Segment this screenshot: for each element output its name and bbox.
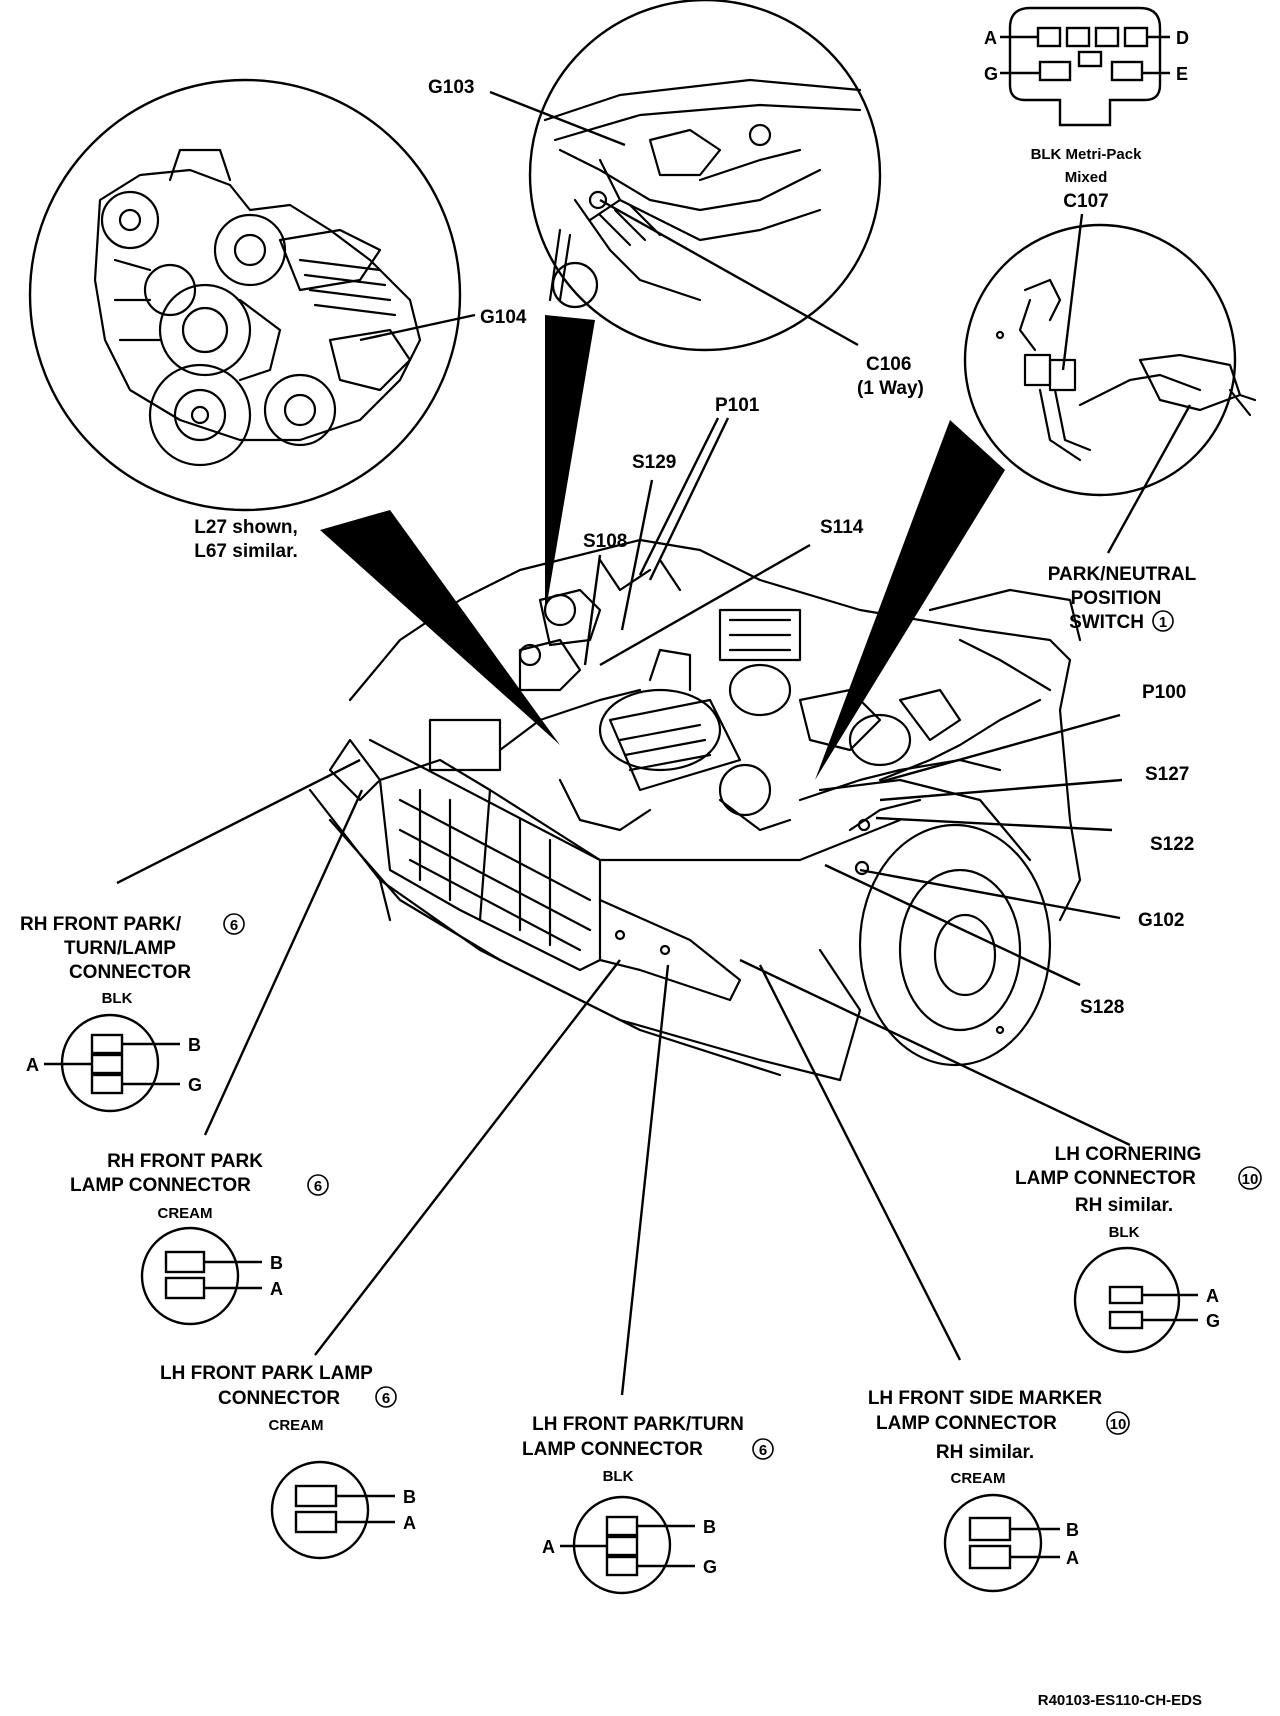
lh-cornering-ref: 10 [1242, 1171, 1259, 1188]
lh-park-title-2: CONNECTOR [218, 1388, 340, 1409]
c107-pin-e-label: E [1176, 64, 1188, 84]
g103-c106-detail-callout [489, 0, 882, 352]
s129-label: S129 [632, 452, 676, 473]
lh-side-marker-ref-circle [1106, 1411, 1130, 1435]
vehicle-front-end [308, 538, 1082, 1082]
lh-cornering-note: RH similar. [1075, 1195, 1173, 1216]
lh-park-turn-pin-b: B [703, 1517, 716, 1537]
c107-name-label: C107 [1063, 191, 1108, 212]
g103-callout-pointer [545, 315, 595, 615]
g104-label: G104 [480, 307, 527, 328]
lh-park-title-1: LH FRONT PARK LAMP [160, 1363, 373, 1384]
park-neutral-line2: POSITION [1071, 588, 1162, 609]
rh-park-ref-circle [307, 1174, 329, 1196]
c106-note: (1 Way) [857, 378, 924, 399]
park-neutral-line3: SWITCH [1069, 612, 1144, 633]
lh-park-ref: 6 [382, 1390, 390, 1407]
engine-note-line1: L27 shown, [194, 517, 297, 538]
rh-park-title-2: LAMP CONNECTOR [70, 1175, 251, 1196]
c107-pin-g-label: G [984, 64, 998, 84]
s122-label: S122 [1150, 834, 1194, 855]
rh-park-turn-title-3: CONNECTOR [69, 962, 191, 983]
lh-park-connector-face [270, 1460, 370, 1560]
lh-cornering-color: BLK [1109, 1224, 1140, 1241]
s114-label: S114 [820, 517, 864, 538]
lh-park-turn-pin-g: G [703, 1557, 717, 1577]
lh-side-marker-title-1: LH FRONT SIDE MARKER [868, 1388, 1103, 1409]
s108-label: S108 [583, 531, 627, 552]
rh-park-turn-title-2: TURN/LAMP [64, 938, 176, 959]
rh-park-ref: 6 [314, 1178, 322, 1195]
rh-park-turn-color: BLK [102, 990, 133, 1007]
lh-park-turn-ref: 6 [759, 1442, 767, 1459]
lh-side-marker-color: CREAM [951, 1470, 1006, 1487]
p101-label: P101 [715, 395, 760, 416]
c107-detail-callout [963, 213, 1257, 554]
lh-side-marker-pin-a: A [1066, 1548, 1079, 1568]
lh-park-turn-title-1: LH FRONT PARK/TURN [532, 1414, 744, 1435]
rh-park-turn-pin-a: A [26, 1055, 39, 1075]
lh-park-turn-color: BLK [603, 1468, 634, 1485]
p100-label: P100 [1142, 682, 1186, 703]
c107-pin-d-label: D [1176, 28, 1189, 48]
lh-cornering-pin-a: A [1206, 1286, 1219, 1306]
lh-cornering-ref-circle [1238, 1166, 1262, 1190]
rh-park-turn-ref-circle [223, 913, 245, 935]
s128-label: S128 [1080, 997, 1124, 1018]
lh-side-marker-title-2: LAMP CONNECTOR [876, 1413, 1057, 1434]
figure-code: R40103-ES110-CH-EDS [1038, 1692, 1202, 1709]
lh-side-marker-connector-face [943, 1493, 1043, 1593]
rh-park-connector-face [140, 1226, 240, 1326]
rh-park-turn-ref: 6 [230, 917, 238, 934]
engine-detail-callout [28, 78, 476, 512]
park-neutral-line1: PARK/NEUTRAL [1048, 564, 1197, 585]
lh-cornering-title-1: LH CORNERING [1055, 1144, 1202, 1165]
park-neutral-ref-circle [1152, 610, 1174, 632]
lh-cornering-pin-g: G [1206, 1311, 1220, 1331]
lh-park-pin-b: B [403, 1487, 416, 1507]
g103-label: G103 [428, 77, 474, 98]
s127-label: S127 [1145, 764, 1189, 785]
lh-park-turn-title-2: LAMP CONNECTOR [522, 1439, 703, 1460]
lh-side-marker-ref: 10 [1110, 1416, 1127, 1433]
lh-park-color: CREAM [269, 1417, 324, 1434]
c107-mixed-label: Mixed [1065, 169, 1108, 186]
c106-label: C106 [866, 354, 911, 375]
rh-park-pin-b: B [270, 1253, 283, 1273]
lh-side-marker-note: RH similar. [936, 1442, 1034, 1463]
lh-cornering-title-2: LAMP CONNECTOR [1015, 1168, 1196, 1189]
leader-lines [116, 417, 1131, 1396]
rh-park-color: CREAM [158, 1205, 213, 1222]
park-neutral-ref: 1 [1159, 614, 1167, 631]
engine-note-line2: L67 similar. [194, 541, 298, 562]
lh-cornering-connector-face [1073, 1246, 1181, 1354]
lh-side-marker-pin-b: B [1066, 1520, 1079, 1540]
lh-park-turn-pin-a: A [542, 1537, 555, 1557]
lh-park-turn-ref-circle [752, 1438, 774, 1460]
rh-park-turn-pin-b: B [188, 1035, 201, 1055]
rh-park-turn-connector-face [60, 1013, 160, 1113]
c107-pin-a-label: A [984, 28, 997, 48]
rh-park-pin-a: A [270, 1279, 283, 1299]
c107-type-label: BLK Metri-Pack [1031, 146, 1143, 163]
g102-label: G102 [1138, 910, 1184, 931]
lh-park-ref-circle [375, 1386, 397, 1408]
engine-callout-pointer [320, 510, 560, 745]
rh-park-turn-pin-g: G [188, 1075, 202, 1095]
lh-park-pin-a: A [403, 1513, 416, 1533]
rh-park-turn-title-1: RH FRONT PARK/ [20, 914, 182, 935]
c107-connector-face [1008, 6, 1162, 127]
c107-callout-pointer [815, 420, 1005, 780]
rh-park-title-1: RH FRONT PARK [107, 1151, 263, 1172]
